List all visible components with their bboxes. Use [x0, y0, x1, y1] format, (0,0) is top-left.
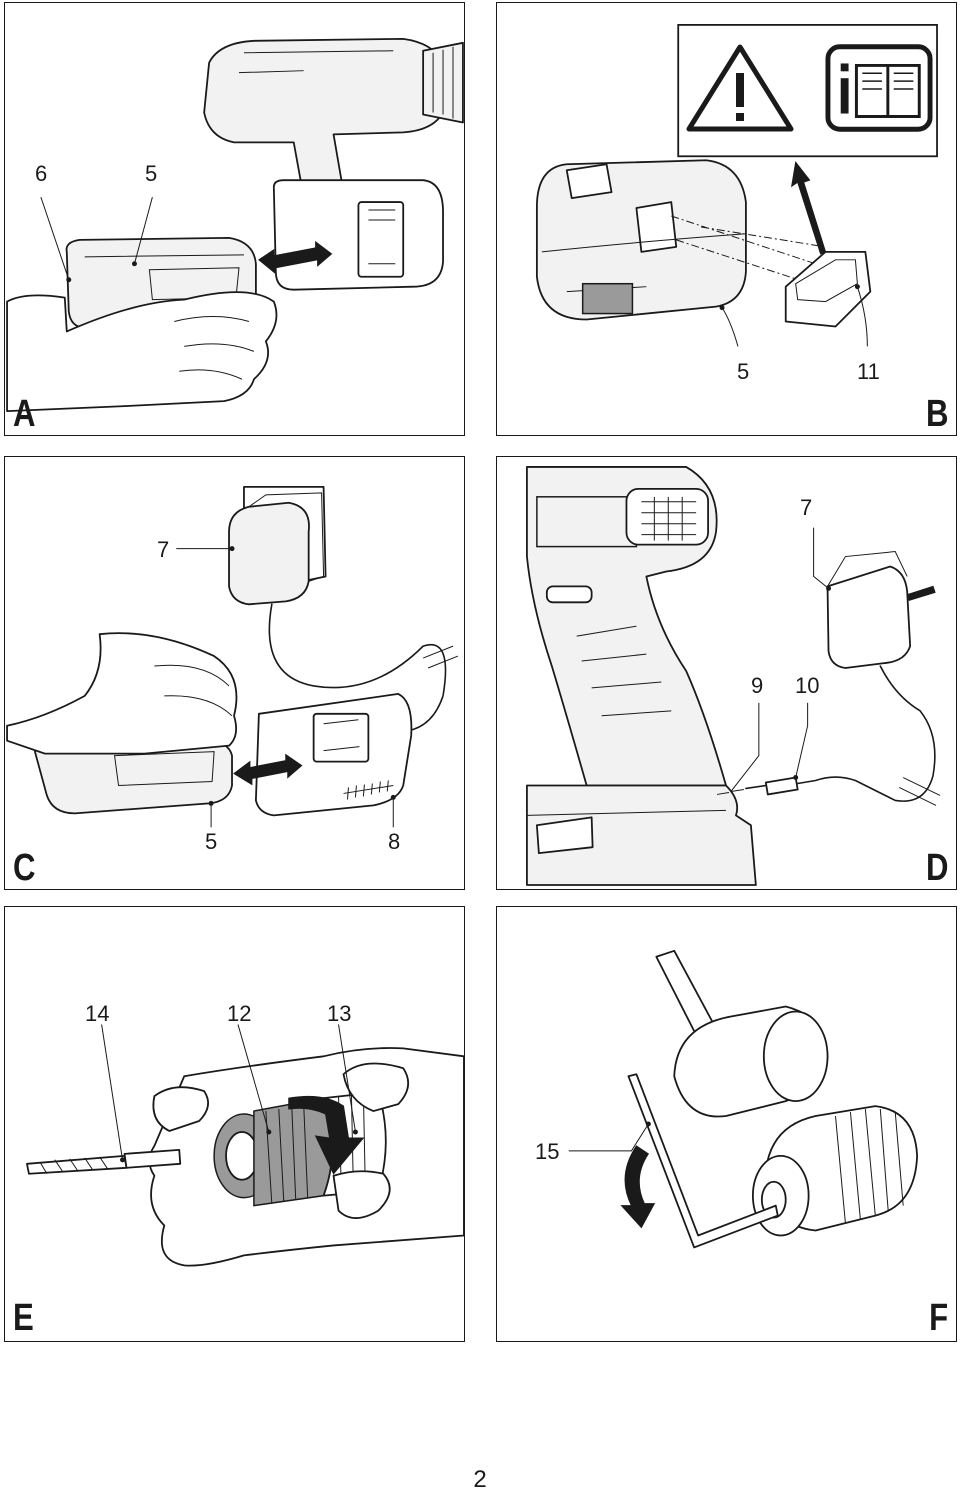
callout-14: 14	[85, 1001, 110, 1026]
panel-letter-a: A	[13, 393, 36, 435]
callout-6: 6	[35, 161, 48, 186]
callout-7: 7	[800, 495, 813, 520]
panel-letter-c: C	[13, 847, 36, 889]
callout-10: 10	[795, 673, 820, 698]
chuck-tightening-illustration	[26, 1024, 464, 1267]
figure-panel-f: 15 F	[496, 906, 957, 1342]
battery-and-charger-illustration	[535, 24, 938, 347]
charging-battery-illustration	[6, 485, 459, 828]
read-manual-icon	[825, 44, 933, 132]
callout-5: 5	[737, 359, 750, 384]
panel-letter-b: B	[925, 393, 948, 435]
direct-charging-illustration	[526, 466, 941, 886]
warning-triangle-icon	[686, 44, 794, 132]
panel-letter-d: D	[925, 847, 948, 889]
callout-13: 13	[327, 1001, 352, 1026]
panel-letter-e: E	[13, 1297, 34, 1339]
callout-15: 15	[535, 1139, 560, 1164]
callout-5: 5	[145, 161, 158, 186]
figure-panel-d: 7 9 10 D	[496, 456, 957, 890]
figure-panel-b: 5 11 B	[496, 2, 957, 436]
figure-panel-a: 6 5 A	[4, 2, 465, 436]
callout-11: 11	[857, 359, 880, 384]
figure-panel-c: 7 5 8 C	[4, 456, 465, 890]
callout-8: 8	[388, 829, 401, 854]
figure-panel-e: 14 12 13 E	[4, 906, 465, 1342]
battery-removal-illustration	[6, 37, 464, 413]
panel-letter-f: F	[928, 1297, 948, 1339]
callout-5: 5	[205, 829, 218, 854]
page-number: 2	[473, 1466, 487, 1493]
callout-12: 12	[227, 1001, 252, 1026]
chuck-removal-illustration	[568, 949, 919, 1249]
callout-7: 7	[157, 537, 170, 562]
callout-9: 9	[751, 673, 764, 698]
